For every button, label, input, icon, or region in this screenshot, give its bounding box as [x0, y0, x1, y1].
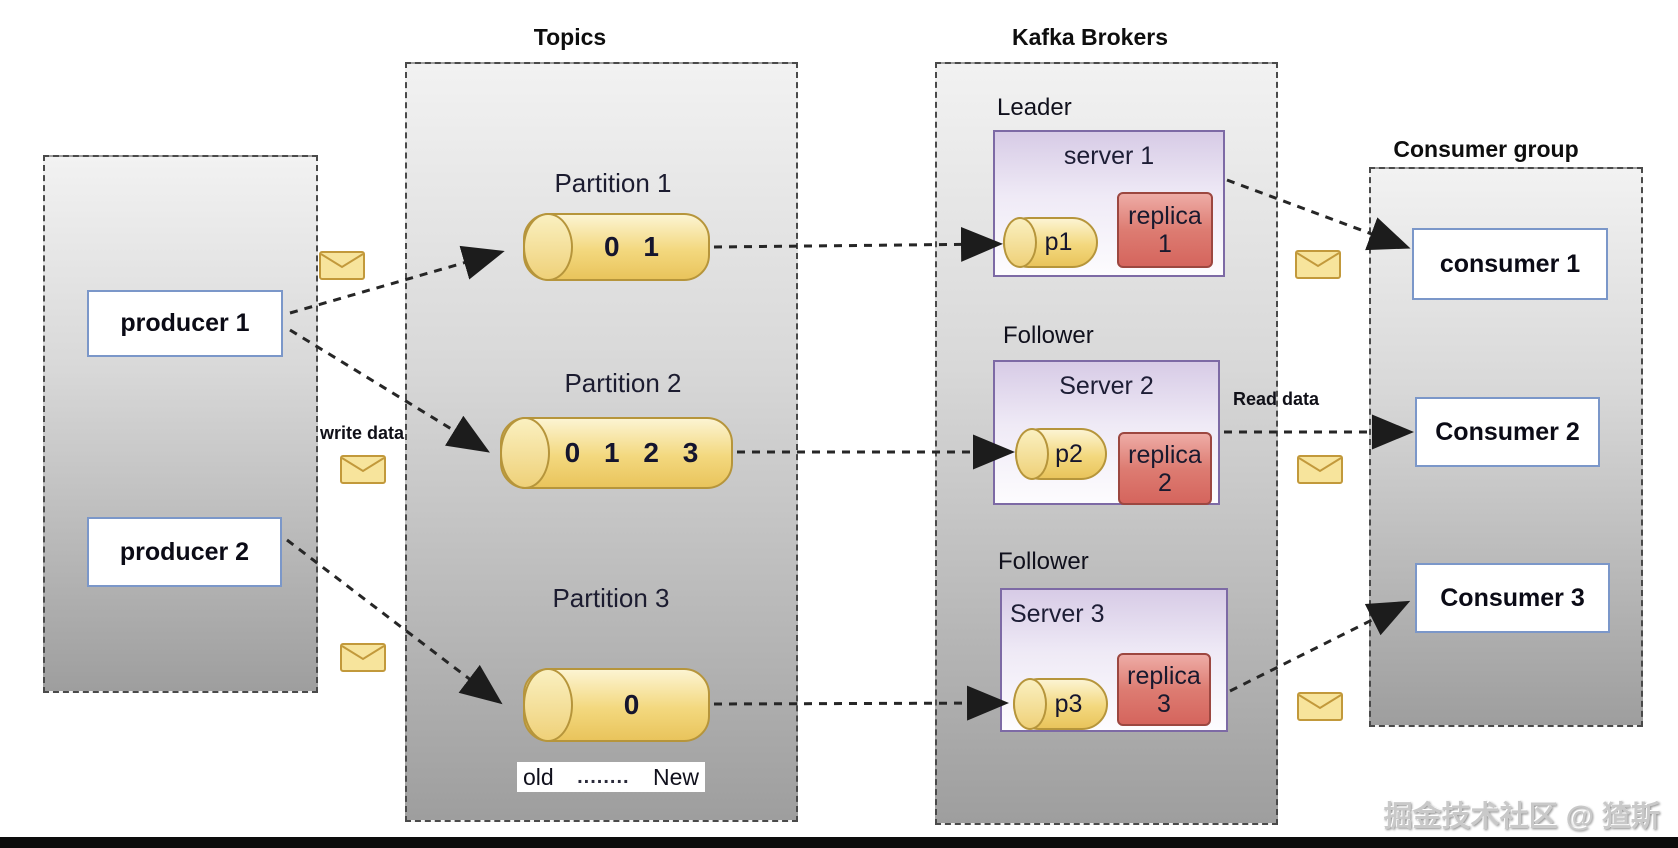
cylinder-cap [1003, 217, 1037, 268]
message-envelope-icon [1297, 455, 1343, 489]
producers-group-box [43, 155, 318, 693]
replica-2-number: 2 [1158, 468, 1172, 497]
consumer-3-label: Consumer 3 [1440, 583, 1585, 612]
cylinder-cap [523, 668, 573, 742]
replica-3-number: 3 [1157, 689, 1171, 718]
p2-cylinder: p2 [1015, 428, 1107, 480]
bottom-black-bar [0, 837, 1678, 848]
producer-1-box: producer 1 [87, 290, 283, 357]
producer-2-box: producer 2 [87, 517, 282, 587]
consumer-group-title: Consumer group [1393, 136, 1579, 162]
old-new-dots: ........ [577, 765, 630, 788]
replica-word: replica [1128, 440, 1202, 469]
old-label: old [523, 763, 554, 790]
p3-cylinder: p3 [1013, 678, 1108, 730]
p2-label: p2 [1055, 439, 1083, 468]
new-label: New [652, 763, 699, 790]
partition-3-title: Partition 3 [552, 583, 670, 613]
cylinder-cap [500, 417, 550, 489]
partition-2-cylinder: 0 1 2 3 [500, 417, 733, 489]
message-envelope-icon [1297, 692, 1343, 726]
message-envelope-icon [1295, 250, 1341, 284]
replica-word: replica [1128, 202, 1202, 230]
consumer-1-label: consumer 1 [1439, 249, 1581, 278]
consumer-2-label: Consumer 2 [1435, 417, 1580, 446]
cylinder-cap [523, 213, 573, 281]
message-envelope-icon [319, 251, 365, 285]
log-order-axis: old ........ New [517, 762, 705, 792]
p1-cylinder: p1 [1003, 217, 1098, 268]
write-data-label: write data [320, 423, 405, 443]
p1-label: p1 [1044, 228, 1073, 256]
consumer-3-box: Consumer 3 [1415, 563, 1610, 633]
replica-2-box: replica 2 [1118, 432, 1212, 505]
leader-label: Leader [997, 94, 1072, 121]
partition-3-offsets: 0 [623, 689, 640, 720]
partition-1-title: Partition 1 [554, 168, 672, 198]
producer-2-label: producer 2 [119, 537, 250, 566]
replica-3-box: replica 3 [1117, 653, 1211, 726]
kafka-brokers-title: Kafka Brokers [1012, 24, 1168, 50]
cylinder-cap [1013, 678, 1047, 730]
watermark-text: 掘金技术社区 @ 猹斯 [1383, 801, 1660, 833]
p3-label: p3 [1054, 689, 1083, 718]
server-3-name: Server 3 [1010, 600, 1105, 628]
partition-2-offsets: 0 1 2 3 [564, 437, 699, 468]
consumer-2-box: Consumer 2 [1415, 397, 1600, 467]
producer-1-label: producer 1 [120, 309, 250, 337]
partition-1-cylinder: 0 1 [523, 213, 710, 281]
topics-title: Topics [533, 24, 607, 50]
partition-3-cylinder: 0 [523, 668, 710, 742]
partition-2-title: Partition 2 [564, 368, 682, 398]
partition-1-offsets: 0 1 [604, 231, 659, 262]
server-2-name: Server 2 [1059, 372, 1154, 400]
follower-2-label: Follower [998, 548, 1089, 575]
follower-1-label: Follower [1003, 322, 1094, 349]
read-data-label: Read data [1233, 389, 1320, 409]
cylinder-cap [1015, 428, 1049, 480]
message-envelope-icon [340, 643, 386, 677]
message-envelope-icon [340, 455, 386, 489]
replica-word: replica [1127, 661, 1201, 690]
replica-1-number: 1 [1158, 230, 1172, 258]
replica-1-box: replica 1 [1117, 192, 1213, 268]
consumer-1-box: consumer 1 [1412, 228, 1608, 300]
server-1-name: server 1 [1063, 142, 1155, 170]
